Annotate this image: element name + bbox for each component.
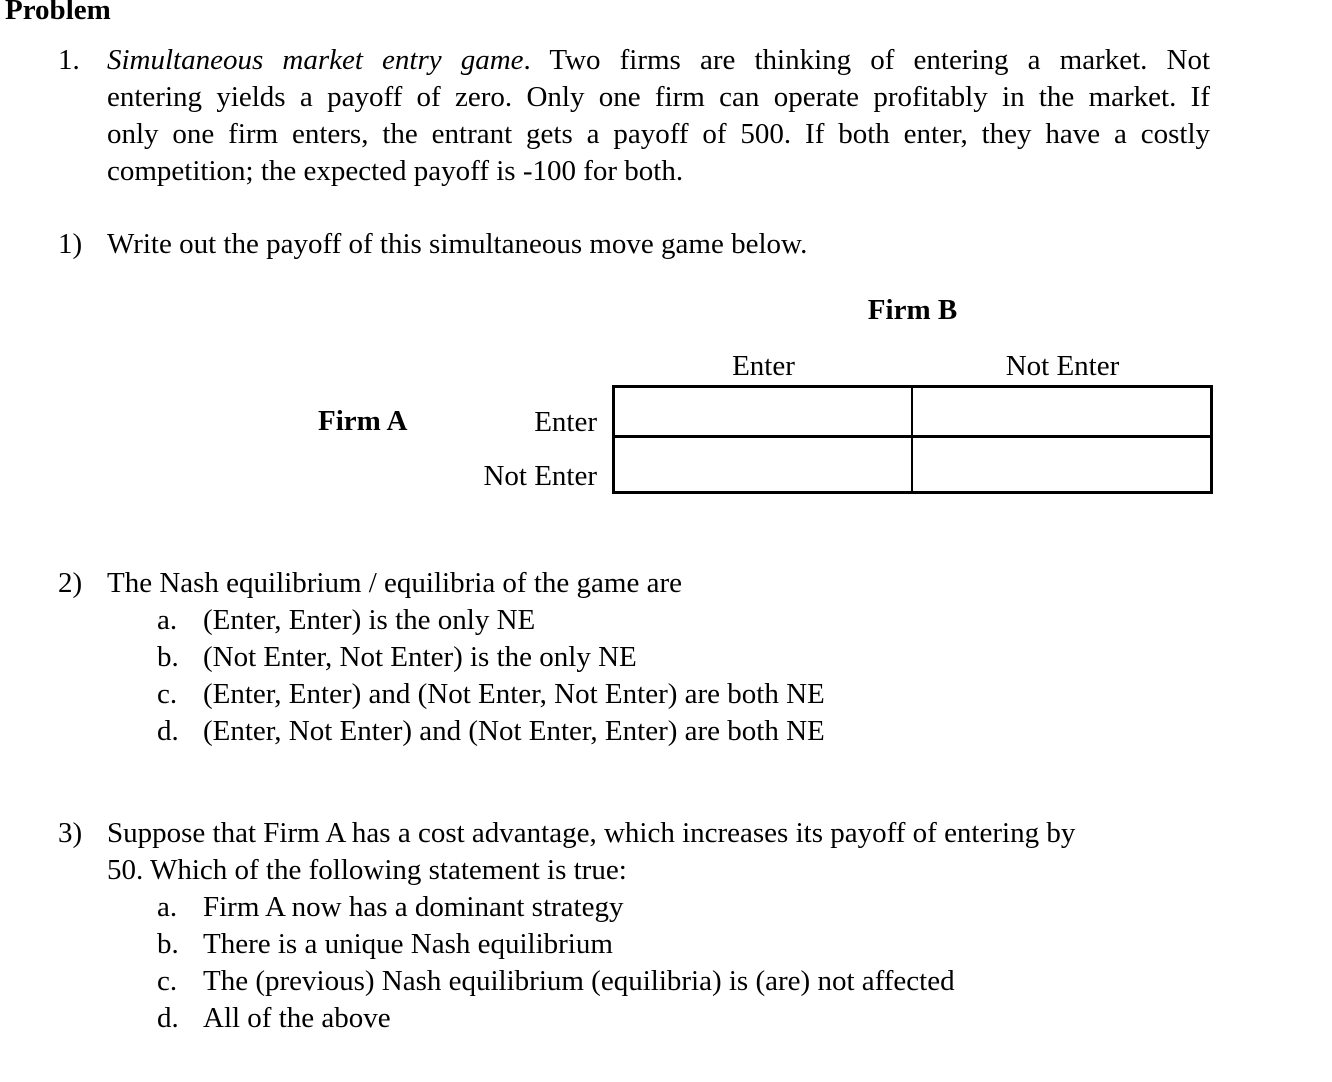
q2-option-b-letter: b. [157,641,179,673]
payoff-matrix-table [612,385,1213,494]
q3-option-a-text: Firm A now has a dominant strategy [203,891,624,923]
problem-line-1-rest: . Two firms are thinking of entering a m… [523,44,1211,76]
q3-option-d: d. All of the above [157,1000,955,1037]
payoff-cell-enter-notenter[interactable] [912,388,1210,438]
q2-option-a-text: (Enter, Enter) is the only NE [203,604,536,636]
q2-options-list: a. (Enter, Enter) is the only NE b. (Not E… [157,602,825,750]
q3-option-a-letter: a. [157,891,178,923]
matrix-column-header-enter: Enter [732,350,795,382]
problem-statement: Simultaneous market entry game. Two firm… [107,42,1210,190]
q2-option-d-letter: d. [157,715,179,747]
q2-option-a-letter: a. [157,604,178,636]
q2-text: The Nash equilibrium / equilibria of the… [107,567,682,599]
problem-title-italic: Simultaneous market entry game [107,44,524,76]
q3-option-c-letter: c. [157,965,178,997]
problem-line-4: competition; the expected payoff is -100… [107,155,684,187]
q2-option-d-text: (Enter, Not Enter) and (Not Enter, Enter… [203,715,825,747]
q2-option-b-text: (Not Enter, Not Enter) is the only NE [203,641,637,673]
matrix-row-header-not-enter: Not Enter [483,460,597,492]
q3-option-c-text: The (previous) Nash equilibrium (equilib… [203,965,955,997]
q2-option-c: c. (Enter, Enter) and (Not Enter, Not Ent… [157,676,825,713]
payoff-cell-notenter-enter[interactable] [615,438,913,491]
problem-line-3: only one firm enters, the entrant gets a… [107,118,1210,150]
q3-line-1: Suppose that Firm A has a cost advantage… [107,817,1076,849]
q3-number: 3) [58,817,83,849]
payoff-cell-notenter-notenter[interactable] [913,438,1211,491]
q3-option-a: a. Firm A now has a dominant strategy [157,889,955,926]
q3-option-d-text: All of the above [203,1002,391,1034]
problem-line-2: entering yields a payoff of zero. Only o… [107,81,1210,113]
problem-number: 1. [58,44,80,76]
q2-option-b: b. (Not Enter, Not Enter) is the only NE [157,639,825,676]
matrix-column-player-label: Firm B [867,294,958,326]
problem-line-1: Simultaneous market entry game. Two firm… [107,42,1210,79]
q2-option-a: a. (Enter, Enter) is the only NE [157,602,825,639]
q2-number: 2) [58,567,83,599]
q2-option-c-text: (Enter, Enter) and (Not Enter, Not Enter… [203,678,825,710]
q3-option-b-letter: b. [157,928,179,960]
q3-option-d-letter: d. [157,1002,179,1034]
matrix-row-header-enter: Enter [534,406,597,438]
q3-text: Suppose that Firm A has a cost advantage… [107,815,1217,889]
payoff-cell-enter-enter[interactable] [615,388,913,438]
q1-number: 1) [58,228,83,260]
q1-text: Write out the payoff of this simultaneou… [107,228,808,260]
q3-option-c: c. The (previous) Nash equilibrium (equil… [157,963,955,1000]
matrix-column-header-not-enter: Not Enter [1005,350,1120,382]
q2-option-c-letter: c. [157,678,178,710]
q2-option-d: d. (Enter, Not Enter) and (Not Enter, Ent… [157,713,825,750]
q3-option-b-text: There is a unique Nash equilibrium [203,928,613,960]
q3-line-2: 50. Which of the following statement is … [107,854,627,886]
q3-option-b: b. There is a unique Nash equilibrium [157,926,955,963]
matrix-row-player-label: Firm A [318,405,408,437]
q3-options-list: a. Firm A now has a dominant strategy b. T… [157,889,955,1037]
page-title: Problem [5,0,111,26]
